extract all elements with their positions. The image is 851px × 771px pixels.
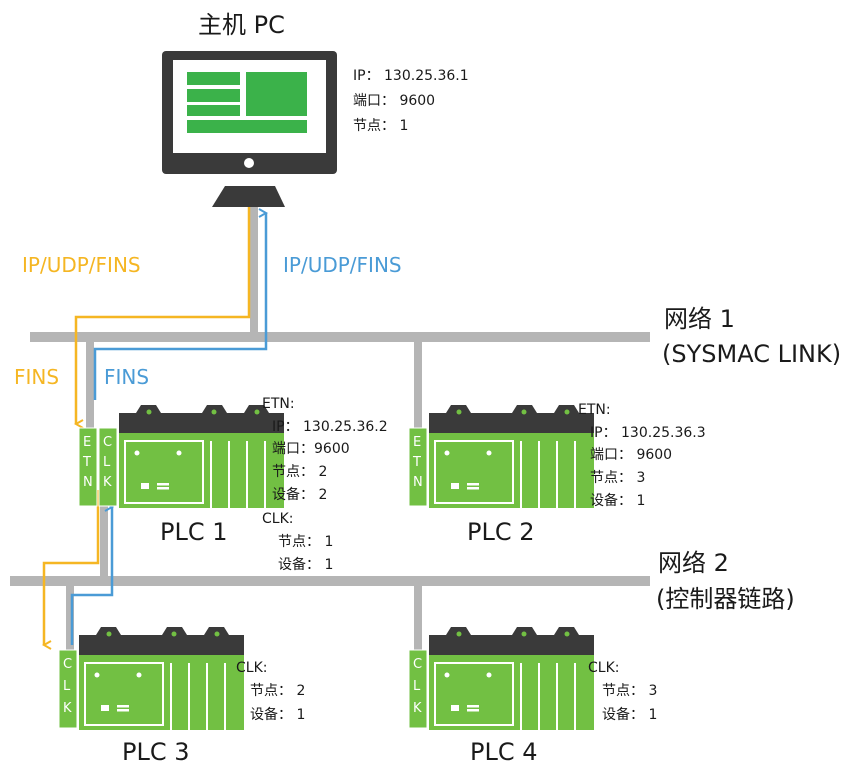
network-1-name: 网络 1 xyxy=(664,305,735,333)
plc-2: E T N PLC 2 ETN: IP： 130.25.36.3 端口： 960… xyxy=(408,402,706,546)
plc-2-etn-unit: 设备： 1 xyxy=(590,492,645,509)
plc-2-etn-port: 端口： 9600 xyxy=(590,447,672,463)
plc-rack xyxy=(118,404,285,509)
plc-2-etn-ip: IP： 130.25.36.3 xyxy=(590,425,706,441)
svg-text:C: C xyxy=(63,657,72,672)
host-ip: IP： 130.25.36.1 xyxy=(353,68,469,84)
svg-text:E: E xyxy=(413,435,421,450)
svg-text:L: L xyxy=(103,455,111,470)
host-pc: 主机 PC IP： 130.25.36.1 端口： 9600 节点： 1 xyxy=(162,11,469,207)
etn-module xyxy=(78,427,98,507)
plc-1-etn-unit: 设备： 2 xyxy=(272,486,327,503)
blue-path-upper xyxy=(93,213,266,400)
svg-text:C: C xyxy=(413,657,422,672)
plc-1-etn-title: ETN: xyxy=(262,396,295,412)
network-1-sub: (SYSMAC LINK) xyxy=(662,340,841,368)
plc-3-clk-node: 节点： 2 xyxy=(250,683,305,699)
plc-1-label: PLC 1 xyxy=(160,518,228,546)
etn-module xyxy=(408,427,428,507)
blue-path xyxy=(70,213,266,645)
svg-text:C: C xyxy=(103,435,112,450)
plc-2-label: PLC 2 xyxy=(467,518,535,546)
svg-text:K: K xyxy=(63,701,72,716)
plc-4-clk-unit: 设备： 1 xyxy=(602,706,657,723)
plc-1-etn-port: 端口：9600 xyxy=(272,441,350,457)
host-title: 主机 PC xyxy=(198,11,285,39)
plc-3: C L K PLC 3 CLK: 节点： 2 设备： 1 xyxy=(58,626,305,766)
svg-text:L: L xyxy=(63,679,71,694)
network-drops xyxy=(66,205,422,650)
plc-3-label: PLC 3 xyxy=(122,738,190,766)
clk-module xyxy=(408,649,428,729)
plc-3-clk-unit: 设备： 1 xyxy=(250,706,305,723)
svg-text:T: T xyxy=(412,455,421,470)
plc-4-clk-node: 节点： 3 xyxy=(602,683,657,699)
yellow-path-upper xyxy=(76,207,251,424)
blue-path-lower xyxy=(70,507,112,645)
plc-4-clk-title: CLK: xyxy=(588,660,619,676)
plc-1-clk-node: 节点： 1 xyxy=(278,534,333,550)
svg-text:T: T xyxy=(82,455,91,470)
network-2-name: 网络 2 xyxy=(658,549,729,577)
plc-1-clk-title: CLK: xyxy=(262,511,293,527)
yellow-path xyxy=(44,207,251,645)
svg-text:L: L xyxy=(413,679,421,694)
yellow-protocol-upper: IP/UDP/FINS xyxy=(22,253,141,277)
plc-2-etn-title: ETN: xyxy=(578,402,611,418)
plc-2-etn-node: 节点： 3 xyxy=(590,470,645,486)
blue-protocol-lower: FINS xyxy=(104,365,149,389)
monitor-stand xyxy=(212,186,285,207)
plc-1-clk-unit: 设备： 1 xyxy=(278,556,333,573)
plc-1-etn-node: 节点： 2 xyxy=(272,464,327,480)
host-port: 端口： 9600 xyxy=(353,93,435,109)
yellow-path-lower xyxy=(44,490,100,645)
plc-3-clk-title: CLK: xyxy=(236,660,267,676)
plc-4: C L K PLC 4 CLK: 节点： 3 设备： 1 xyxy=(408,626,657,766)
blue-protocol-upper: IP/UDP/FINS xyxy=(283,253,402,277)
svg-text:K: K xyxy=(413,701,422,716)
yellow-protocol-lower: FINS xyxy=(14,365,59,389)
svg-text:E: E xyxy=(83,435,91,450)
svg-text:K: K xyxy=(103,475,112,490)
host-node: 节点： 1 xyxy=(353,118,408,134)
power-button-icon xyxy=(244,158,254,168)
plc-1: E T N C L K PLC 1 ETN: IP： 130.25.36.2 端… xyxy=(78,396,388,573)
network-2-sub: (控制器链路) xyxy=(656,585,795,613)
plc-rack xyxy=(428,404,595,509)
svg-text:N: N xyxy=(413,475,423,490)
clk-module xyxy=(98,427,118,507)
plc-rack xyxy=(428,626,595,731)
svg-text:N: N xyxy=(83,475,93,490)
clk-module xyxy=(58,649,78,729)
plc-rack xyxy=(78,626,245,731)
plc-1-etn-ip: IP： 130.25.36.2 xyxy=(272,419,388,435)
plc-4-label: PLC 4 xyxy=(470,738,538,766)
